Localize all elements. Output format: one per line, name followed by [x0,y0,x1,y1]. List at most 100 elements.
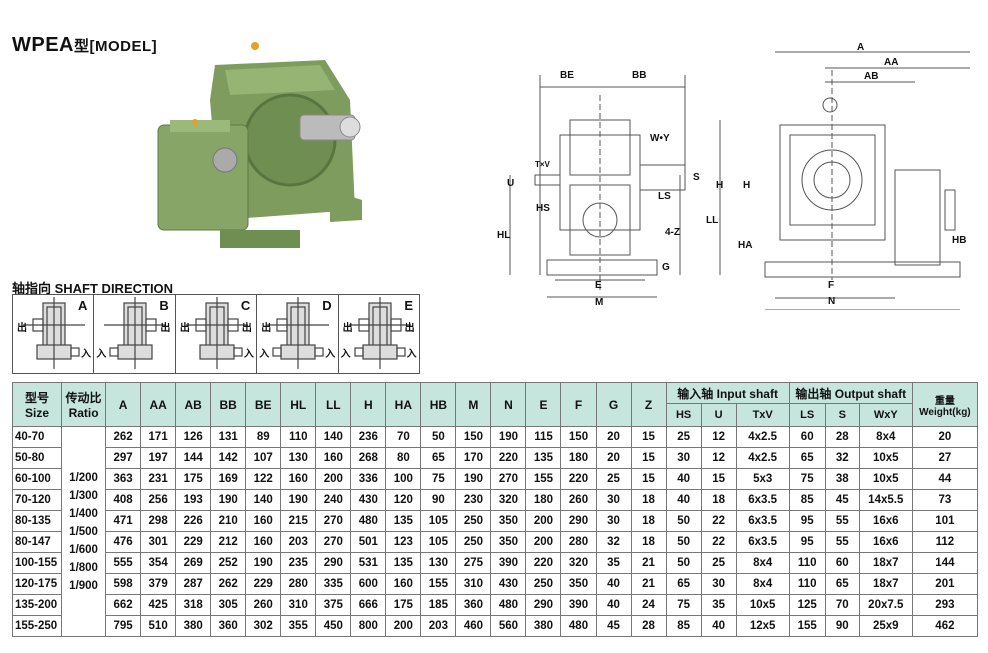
value-cell: 40 [665,489,702,511]
model-name: WPEA [12,34,74,56]
value-cell: 65 [824,573,860,595]
input-label: 入 [243,349,254,360]
gearbox-schematic-icon [104,297,167,369]
dim-ab: AB [864,71,879,82]
value-cell: 100 [385,468,422,490]
value-cell: 471 [105,510,142,532]
header-n: N [490,382,527,427]
value-cell: 190 [490,426,527,448]
value-cell: 185 [420,594,457,616]
output-label: 出 [404,323,415,334]
value-cell: 105 [420,531,457,553]
value-cell: 200 [525,510,562,532]
value-cell: 297 [105,447,142,469]
value-cell: 318 [175,594,212,616]
value-cell: 350 [490,531,527,553]
value-cell: 250 [525,573,562,595]
shaft-direction-letter: C [240,298,251,313]
value-cell: 75 [665,594,702,616]
value-cell: 6x3.5 [735,510,790,532]
value-cell: 25x9 [858,615,913,637]
value-cell: 90 [420,489,457,511]
size-cell: 135-200 [11,594,63,616]
value-cell: 290 [560,510,597,532]
value-cell: 160 [315,447,352,469]
value-cell: 6x3.5 [735,531,790,553]
output-label: 出 [179,323,190,334]
value-cell: 60 [788,426,826,448]
header-g: G [595,382,632,427]
value-cell: 28 [824,426,860,448]
value-cell: 301 [140,531,177,553]
input-label: 入 [81,349,91,360]
value-cell: 260 [245,594,282,616]
value-cell: 203 [420,615,457,637]
header-ls: LS [788,403,826,427]
output-label: 出 [241,323,252,334]
value-cell: 35 [700,594,737,616]
value-cell: 40 [700,615,737,637]
dim-a: A [857,42,865,53]
value-cell: 150 [560,426,597,448]
value-cell: 293 [911,594,979,616]
value-cell: 25 [595,468,632,490]
value-cell: 89 [245,426,282,448]
value-cell: 250 [455,531,492,553]
value-cell: 90 [824,615,860,637]
ratio-value: 1/200 [69,471,98,484]
header-m: M [455,382,492,427]
dim-m: M [595,297,604,308]
value-cell: 12x5 [735,615,790,637]
dim-n: N [828,296,836,307]
value-cell: 320 [490,489,527,511]
value-cell: 230 [455,489,492,511]
shaft-direction-letter: D [322,298,332,313]
value-cell: 270 [315,510,352,532]
value-cell: 360 [455,594,492,616]
value-cell: 27 [911,447,979,469]
size-cell: 70-120 [11,489,63,511]
value-cell: 200 [315,468,352,490]
header-size: 型号 Size [11,382,63,427]
value-cell: 21 [630,552,667,574]
value-cell: 122 [245,468,282,490]
value-cell: 125 [788,594,826,616]
value-cell: 262 [105,426,142,448]
size-cell: 40-70 [11,426,63,448]
value-cell: 38 [824,468,860,490]
value-cell: 252 [210,552,247,574]
header-a: A [105,382,142,427]
gearbox-schematic-icon [348,297,411,369]
value-cell: 336 [350,468,387,490]
value-cell: 40 [595,573,632,595]
value-cell: 226 [175,510,212,532]
header-ab: AB [175,382,212,427]
shaft-direction-letter: B [159,298,169,313]
value-cell: 501 [350,531,387,553]
value-cell: 480 [350,510,387,532]
value-cell: 175 [175,468,212,490]
ratio-value: 1/300 [69,489,98,502]
value-cell: 16x6 [858,510,913,532]
value-cell: 280 [560,531,597,553]
value-cell: 480 [490,594,527,616]
input-label: 入 [406,349,417,360]
value-cell: 18x7 [858,573,913,595]
value-cell: 155 [420,573,457,595]
value-cell: 24 [630,594,667,616]
shaft-direction-title: 轴指向 SHAFT DIRECTION [12,281,174,296]
value-cell: 800 [350,615,387,637]
value-cell: 375 [315,594,352,616]
value-cell: 8x4 [735,552,790,574]
value-cell: 275 [455,552,492,574]
size-cell: 80-135 [11,510,63,532]
value-cell: 32 [824,447,860,469]
